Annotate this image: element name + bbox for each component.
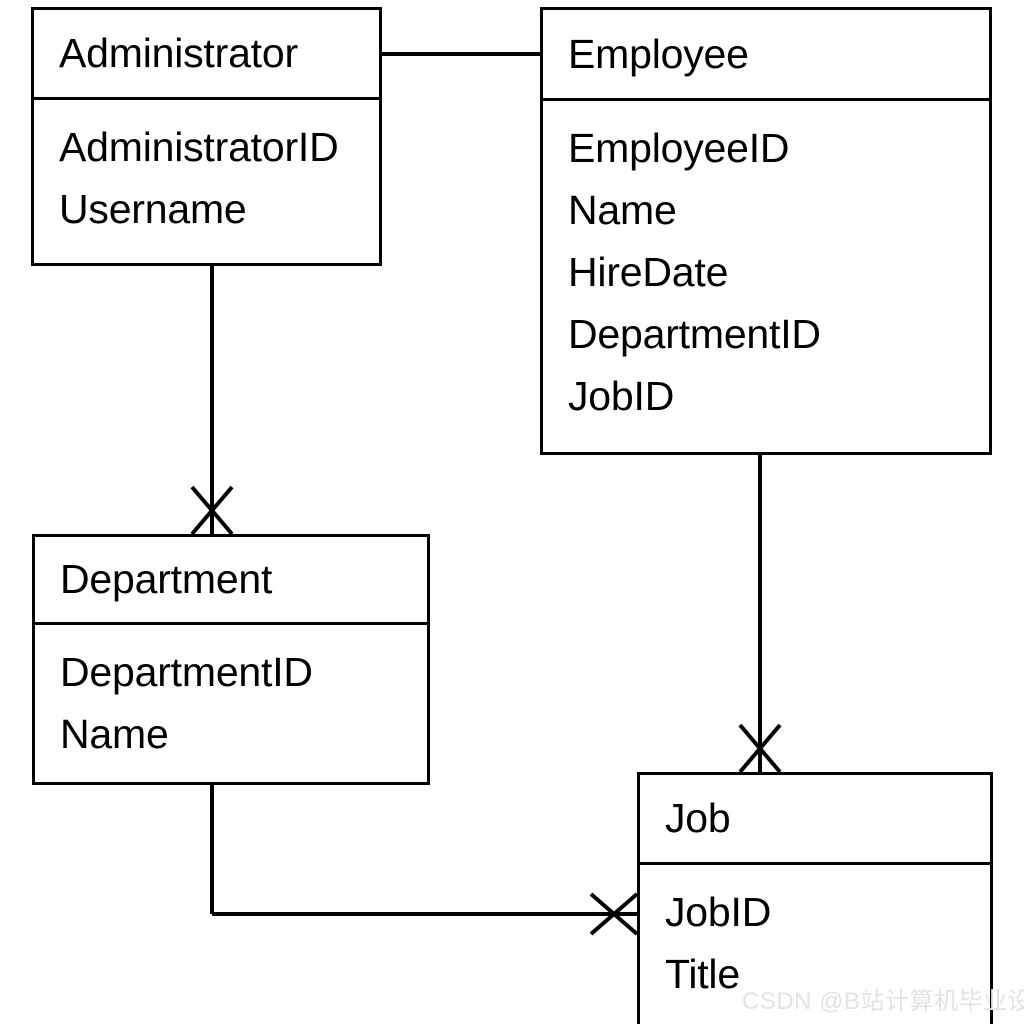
attribute-row: Username — [59, 186, 247, 232]
attribute-row: JobID — [665, 889, 772, 935]
attribute-row: JobID — [568, 373, 675, 419]
entity-department[interactable]: Department DepartmentID Name — [32, 534, 430, 785]
attribute-row: DepartmentID — [60, 649, 313, 695]
crowfoot-stroke — [738, 723, 782, 774]
entity-job-attributes: JobID Title — [640, 865, 990, 1005]
entity-employee-header: Employee — [543, 10, 989, 101]
crowfoot-stroke — [589, 892, 639, 936]
attribute-row: Name — [60, 711, 169, 757]
crowfoot-stroke — [190, 485, 234, 536]
crowfoot-stroke — [190, 485, 234, 536]
relationship-administrator-department — [190, 266, 234, 536]
entity-administrator-attributes: AdministratorID Username — [34, 100, 379, 240]
entity-department-header: Department — [35, 537, 427, 625]
attribute-row: Title — [665, 951, 740, 997]
entity-job-title: Job — [665, 795, 731, 841]
attribute-row: HireDate — [568, 249, 729, 295]
entity-administrator[interactable]: Administrator AdministratorID Username — [31, 7, 382, 266]
entity-administrator-header: Administrator — [34, 10, 379, 100]
entity-employee-attributes: EmployeeID Name HireDate DepartmentID Jo… — [543, 101, 989, 427]
attribute-row: Name — [568, 187, 677, 233]
crowfoot-stroke — [589, 892, 639, 936]
entity-department-title: Department — [60, 556, 273, 602]
relationship-employee-job — [738, 455, 782, 774]
attribute-row: DepartmentID — [568, 311, 821, 357]
attribute-row: AdministratorID — [59, 124, 339, 170]
entity-administrator-title: Administrator — [59, 30, 298, 76]
crowfoot-stroke — [738, 723, 782, 774]
entity-employee-title: Employee — [568, 30, 749, 77]
entity-employee[interactable]: Employee EmployeeID Name HireDate Depart… — [540, 7, 992, 455]
relationship-department-job — [210, 785, 639, 936]
entity-department-attributes: DepartmentID Name — [35, 625, 427, 765]
attribute-row: EmployeeID — [568, 125, 790, 171]
csdn-watermark: CSDN @B站计算机毕业设计大学 — [742, 988, 1024, 1015]
entity-job[interactable]: Job JobID Title — [637, 772, 993, 1024]
entity-job-header: Job — [640, 775, 990, 865]
